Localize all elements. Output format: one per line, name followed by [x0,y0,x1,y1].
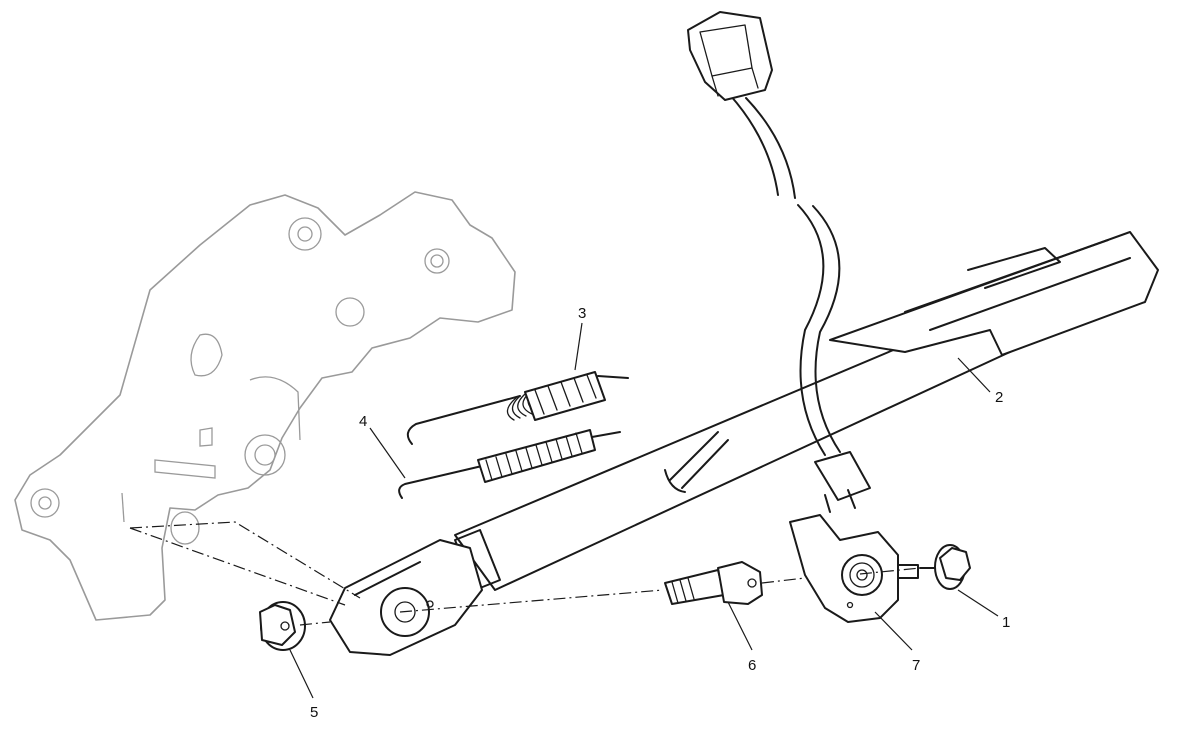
sensor-connector [687,11,773,101]
spring-lower [398,429,621,499]
sensor-screw [919,544,971,590]
callout-6: 6 [727,601,756,674]
callout-1: 1 [957,589,1010,631]
callout-2-label: 2 [995,389,1003,406]
callout-4: 4 [359,413,406,479]
callout-5-label: 5 [310,704,318,721]
pivot-bolt [664,561,763,605]
spring-upper [406,371,629,445]
callout-2: 2 [957,357,1003,406]
callout-7: 7 [874,611,920,674]
side-stand-sensor [789,514,919,623]
callout-4-label: 4 [359,413,367,430]
pivot-nut [259,601,306,651]
callout-5: 5 [289,649,318,721]
callout-3-label: 3 [578,305,586,322]
assembly-axis-lines [129,521,921,626]
sensor-cable [729,94,871,513]
callout-3: 3 [574,305,586,371]
frame-bracket [14,191,516,621]
callout-7-label: 7 [912,657,920,674]
callout-1-label: 1 [1002,614,1010,631]
callout-6-label: 6 [748,657,756,674]
side-stand-leg [329,231,1159,656]
